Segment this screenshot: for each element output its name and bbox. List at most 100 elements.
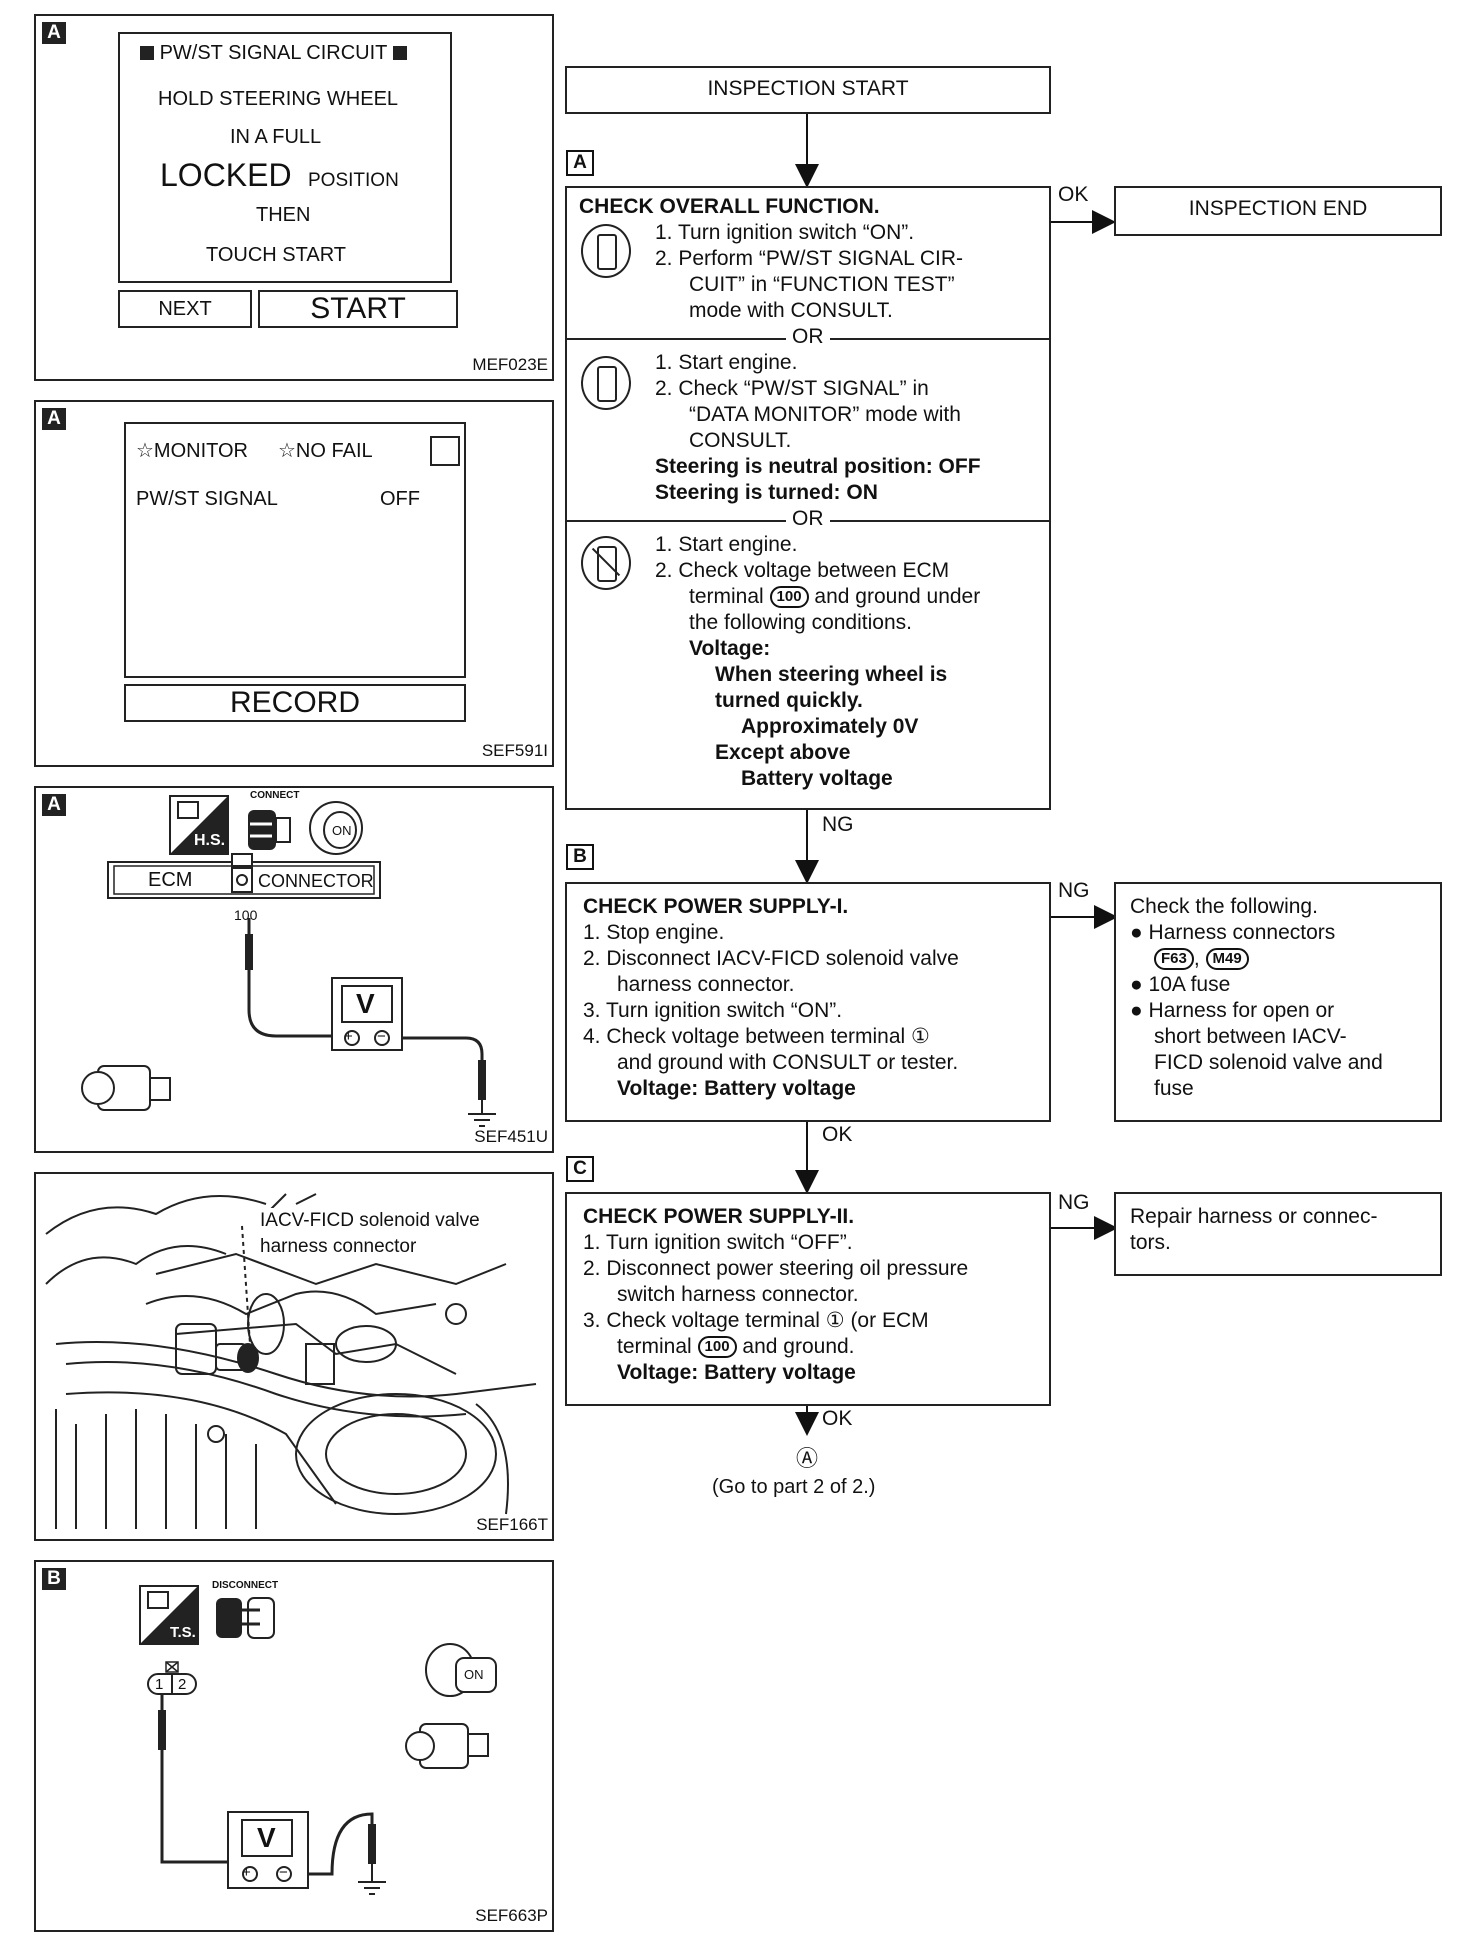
ok-label-c: OK <box>822 1407 853 1430</box>
inspection-start-box: INSPECTION START <box>565 66 1051 114</box>
panel-engine-bay-illustration: IACV-FICD solenoid valve harness connect… <box>34 1172 554 1541</box>
panel-harness-voltage-diagram: B T.S. DISCONNE <box>34 1560 554 1932</box>
panel-data-monitor-screen: A ☆MONITOR ☆NO FAIL PW/ST SIGNAL OFF REC… <box>34 400 554 767</box>
meter-plus: + <box>242 1864 251 1881</box>
figure-code: MEF023E <box>472 355 548 374</box>
no-consult-icon <box>581 536 631 590</box>
figure-code: SEF591I <box>481 741 548 760</box>
step-a-voltage: Voltage: <box>689 637 771 660</box>
consult-screen <box>124 422 466 678</box>
check-bullet-3-line4: fuse <box>1154 1077 1194 1100</box>
consult-icon <box>581 356 631 410</box>
step-a-val1: Approximately 0V <box>741 715 919 738</box>
step-c-line1: 1. Turn ignition switch “OFF”. <box>583 1231 853 1254</box>
ecm-label: ECM <box>148 869 193 891</box>
step-a-s1-line3: CUIT” in “FUNCTION TEST” <box>689 273 955 296</box>
step-a-s2-line1: 1. Start engine. <box>655 351 798 374</box>
step-a-s2-bold2: Steering is turned: ON <box>655 481 878 504</box>
check-bullet-3: ● Harness for open or <box>1130 999 1335 1022</box>
inspection-end-box: INSPECTION END <box>1114 186 1442 236</box>
or-label-1: OR <box>786 326 830 348</box>
step-c-line4: 3. Check voltage terminal ① (or ECM <box>583 1309 929 1332</box>
connect-label: CONNECT <box>250 790 300 801</box>
step-c-box: CHECK POWER SUPPLY-II. 1. Turn ignition … <box>565 1192 1051 1406</box>
ng-label-b: NG <box>1058 879 1090 902</box>
connector-m49-badge: M49 <box>1205 948 1249 971</box>
consult-screen <box>118 32 452 283</box>
or-label-2: OR <box>786 508 830 530</box>
start-button[interactable]: START <box>258 290 458 328</box>
figure-code: SEF663P <box>475 1906 548 1925</box>
step-b-line3: harness connector. <box>617 973 795 996</box>
step-a-s3-line4: the following conditions. <box>689 611 912 634</box>
goto-part2-link[interactable]: (Go to part 2 of 2.) <box>712 1476 876 1498</box>
figure-code: SEF451U <box>474 1127 548 1146</box>
step-a-s2-line4: CONSULT. <box>689 429 792 452</box>
meter-plus: + <box>344 1028 353 1045</box>
panel-tag: B <box>42 1568 66 1590</box>
meter-v: V <box>356 988 375 1019</box>
wiring-diagram <box>81 795 496 1127</box>
step-a-s2-bold1: Steering is neutral position: OFF <box>655 455 981 478</box>
repair-line1: Repair harness or connec- <box>1130 1205 1378 1228</box>
engine-bay-drawing <box>45 1193 537 1529</box>
wiring-diagram <box>139 1585 497 1895</box>
step-b-title: CHECK POWER SUPPLY-I. <box>583 895 849 918</box>
step-a-s2-line2: 2. Check “PW/ST SIGNAL” in <box>655 377 929 400</box>
inspection-end-label: INSPECTION END <box>1188 197 1368 220</box>
repair-line2: tors. <box>1130 1231 1171 1254</box>
step-b-line5: 4. Check voltage between terminal ① <box>583 1025 930 1048</box>
on-label: ON <box>332 823 352 838</box>
screen-line-3: LOCKED <box>160 157 292 193</box>
step-a-cond1: When steering wheel is <box>715 663 948 686</box>
ng-label-a: NG <box>822 813 854 836</box>
disconnect-label: DISCONNECT <box>212 1580 279 1591</box>
screen-line-2: IN A FULL <box>230 126 322 148</box>
ng-label-c: NG <box>1058 1191 1090 1214</box>
check-bullet-1: ● Harness connectors <box>1130 921 1336 944</box>
inspection-start-label: INSPECTION START <box>707 77 909 100</box>
consult-icon <box>581 224 631 278</box>
check-connectors: F63, M49 <box>1154 946 1249 972</box>
meter-v: V <box>257 1822 276 1853</box>
check-bullet-2: ● 10A fuse <box>1130 973 1231 996</box>
step-a-box: CHECK OVERALL FUNCTION. 1. Turn ignition… <box>565 186 1051 810</box>
step-a-s2-line3: “DATA MONITOR” mode with <box>689 403 961 426</box>
terminal-100-badge: 100 <box>769 586 809 609</box>
connector-f63-badge: F63 <box>1154 948 1194 971</box>
callout-line-2: harness connector <box>258 1234 419 1260</box>
step-c-tag: C <box>566 1156 594 1182</box>
step-a-val2: Battery voltage <box>741 767 893 790</box>
goto-symbol: Ⓐ <box>796 1446 819 1471</box>
check-bullet-3-line2: short between IACV- <box>1154 1025 1347 1048</box>
next-button[interactable]: NEXT <box>118 290 252 328</box>
record-button[interactable]: RECORD <box>124 684 466 722</box>
meter-minus: − <box>279 1864 288 1881</box>
terminal-100: 100 <box>234 907 258 923</box>
step-c-line2: 2. Disconnect power steering oil pressur… <box>583 1257 969 1280</box>
monitor-label: ☆MONITOR <box>136 440 249 462</box>
ts-label: T.S. <box>170 1624 196 1641</box>
step-a-s3-line2: 2. Check voltage between ECM <box>655 559 950 582</box>
terminal-100-badge: 100 <box>697 1336 737 1359</box>
screen-line-1: HOLD STEERING WHEEL <box>158 88 399 110</box>
checkbox[interactable] <box>430 436 460 466</box>
panel-tag: A <box>42 794 66 816</box>
panel-tag: A <box>42 408 66 430</box>
step-a-s1-line1: 1. Turn ignition switch “ON”. <box>655 221 915 244</box>
step-a-s3-line3: terminal 100 and ground under <box>689 585 981 609</box>
on-label: ON <box>464 1667 484 1682</box>
screen-title: PW/ST SIGNAL CIRCUIT <box>140 40 407 66</box>
step-a-s1-line4: mode with CONSULT. <box>689 299 893 322</box>
panel-function-test-screen: A PW/ST SIGNAL CIRCUIT HOLD STEERING WHE… <box>34 14 554 381</box>
step-c-title: CHECK POWER SUPPLY-II. <box>583 1205 855 1228</box>
connector-label: CONNECTOR <box>258 871 374 891</box>
step-c-line3: switch harness connector. <box>617 1283 859 1306</box>
figure-code: SEF166T <box>476 1515 548 1534</box>
pin-1: 1 <box>155 1676 164 1693</box>
step-b-box: CHECK POWER SUPPLY-I. 1. Stop engine. 2.… <box>565 882 1051 1122</box>
step-a-title: CHECK OVERALL FUNCTION. <box>579 195 880 218</box>
step-b-line1: 1. Stop engine. <box>583 921 725 944</box>
ok-label-b: OK <box>822 1123 853 1146</box>
signal-value: OFF <box>380 488 420 510</box>
